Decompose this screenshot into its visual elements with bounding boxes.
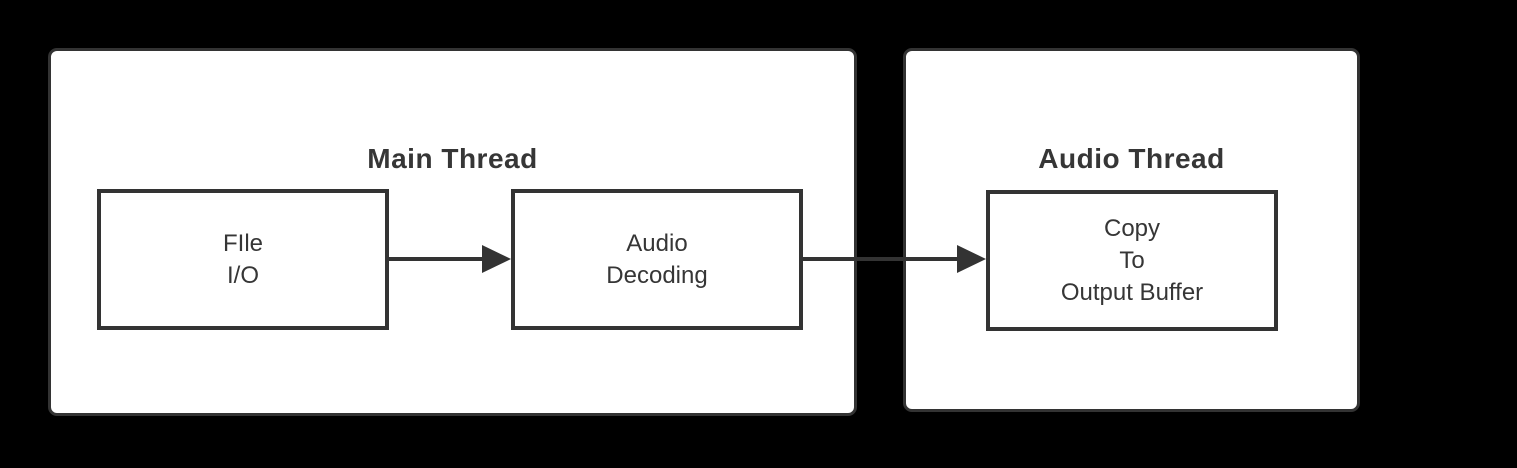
node-audio-decoding-label-line2: Decoding — [606, 261, 708, 289]
node-audio-decoding: Audio Decoding — [511, 189, 803, 330]
node-copy-to-output-buffer: Copy To Output Buffer — [986, 190, 1278, 331]
node-file-io: FIle I/O — [97, 189, 389, 330]
node-file-io-label-line2: I/O — [226, 261, 259, 289]
node-copy-label-line3: Output Buffer — [1060, 278, 1204, 306]
node-audio-decoding-label-line1: Audio — [626, 229, 688, 257]
node-copy-label-line1: Copy — [1103, 214, 1161, 242]
audio-thread-title: Audio Thread — [1038, 143, 1225, 174]
node-copy-label-line2: To — [1119, 246, 1145, 274]
main-thread-title: Main Thread — [367, 143, 538, 174]
node-file-io-label-line1: FIle — [222, 229, 263, 257]
